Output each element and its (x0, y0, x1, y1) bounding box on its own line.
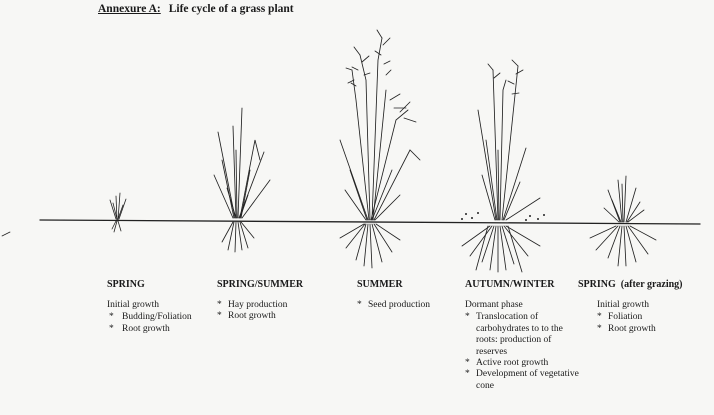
stage-spring-after-grazing: SPRING (after grazing) Initial growth Fo… (578, 279, 683, 336)
stage-item: Translocation of carbohydrates to to the… (465, 312, 583, 358)
plant-spring-summer (213, 107, 271, 253)
plant-spring-after-grazing (589, 175, 657, 267)
stage-name: SPRING/SUMMER (217, 279, 304, 290)
stage-spring-summer: SPRING/SUMMER Hay production Root growth (217, 279, 303, 323)
stage-item: Active root growth (465, 358, 583, 370)
stage-item: Development of vegetative cone (465, 369, 583, 392)
stage-autumn-winter: AUTUMN/WINTER Dormant phase Translocatio… (465, 279, 583, 392)
plant-autumn-winter (461, 59, 541, 273)
title-text: Life cycle of a grass plant (168, 3, 294, 15)
stage-item: Root growth (597, 324, 683, 336)
stage-name: SPRING (107, 279, 145, 290)
stage-name: SPRING (after grazing) (578, 279, 683, 290)
stage-intro: Initial growth (597, 300, 649, 310)
dormant-seeds (461, 212, 545, 221)
stage-intro: Initial growth (107, 300, 159, 310)
stage-intro: Dormant phase (465, 300, 523, 310)
stage-name: SUMMER (357, 279, 403, 290)
stage-item: Hay production (217, 300, 303, 312)
stage-item: Root growth (217, 311, 303, 323)
stage-item: Root growth (109, 324, 192, 336)
stage-spring: SPRING Initial growth Budding/Foliation … (107, 279, 192, 336)
page-title: Annexure A: Life cycle of a grass plant (98, 3, 294, 15)
stage-item: Seed production (357, 300, 430, 312)
stage-item: Budding/Foliation (109, 312, 192, 324)
stage-item: Foliation (597, 312, 683, 324)
margin-mark (1, 231, 11, 237)
stage-name: AUTUMN/WINTER (465, 279, 555, 290)
title-prefix: Annexure A: (98, 3, 161, 15)
plant-summer (339, 29, 421, 269)
ground-line (39, 219, 701, 225)
plant-spring (109, 192, 127, 233)
stage-summer: SUMMER Seed production (357, 279, 430, 312)
